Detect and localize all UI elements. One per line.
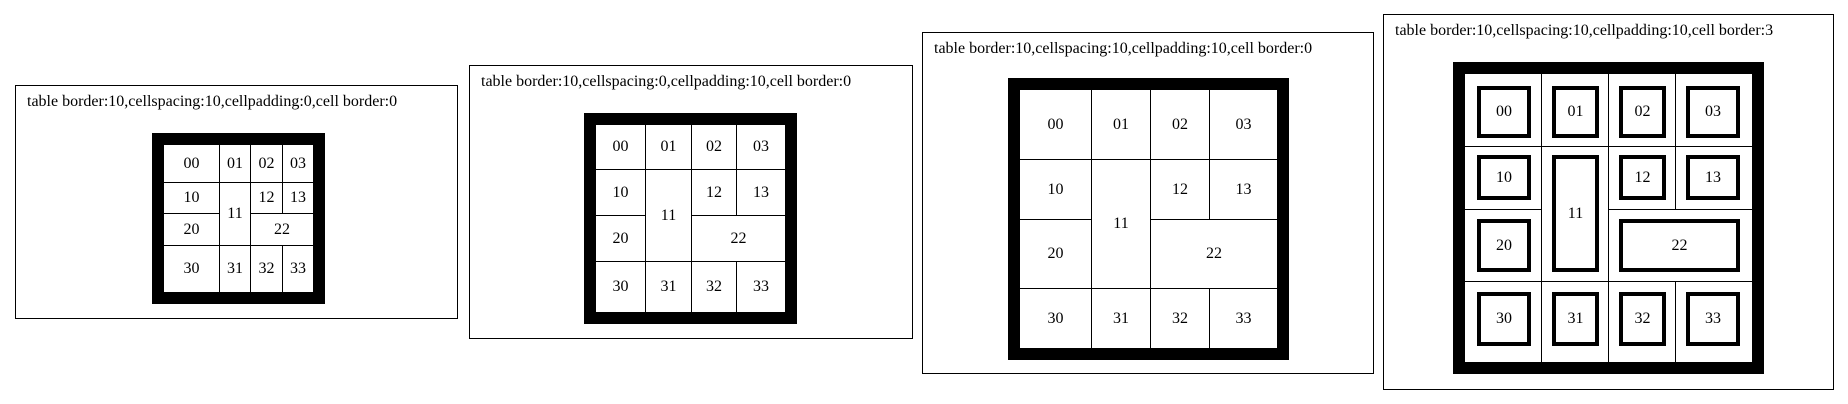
cell-02: 02 (692, 125, 736, 169)
cell-22: 22 (251, 214, 313, 245)
grid-line (1020, 288, 1277, 289)
cell-22: 22 (692, 216, 785, 261)
cell-12: 12 (251, 183, 282, 213)
cell-33: 33 (1210, 289, 1277, 348)
grid-line (1150, 219, 1277, 220)
cell-10: 10 (1020, 160, 1091, 219)
table-body: 00 01 02 03 10 11 12 13 20 22 30 31 32 3… (164, 145, 313, 292)
grid-line (596, 215, 645, 216)
cell-10: 10 (596, 170, 645, 215)
cell-31: 31 (220, 246, 250, 292)
grid-line (1020, 219, 1091, 220)
cell-30: 30 (164, 246, 219, 292)
grid-line (1541, 74, 1542, 362)
diagram-title: table border:10,cellspacing:10,cellpaddi… (1395, 22, 1774, 39)
cell-12: 12 (1151, 160, 1209, 219)
cell-13: 13 (1210, 160, 1277, 219)
diagram-title: table border:10,cellspacing:10,cellpaddi… (934, 40, 1313, 57)
table-body: 00 01 02 03 10 11 12 13 20 22 30 31 32 3… (1465, 74, 1752, 362)
cell-20: 20 (164, 214, 219, 245)
cell-10: 10 (164, 183, 219, 213)
cell-03: 03 (1210, 90, 1277, 159)
table-outer-border: 00 01 02 03 10 11 12 13 20 22 30 31 32 3… (152, 133, 325, 304)
grid-line (1608, 209, 1752, 210)
cell-01: 01 (1552, 86, 1599, 138)
grid-line (736, 261, 737, 312)
grid-line (596, 169, 785, 170)
table-body: 00 01 02 03 10 11 12 13 20 22 30 31 32 3… (596, 125, 785, 312)
cell-13: 13 (737, 170, 785, 215)
cell-02: 02 (1619, 86, 1666, 138)
grid-line (164, 182, 313, 183)
cell-22: 22 (1619, 219, 1740, 272)
cell-22: 22 (1151, 220, 1277, 288)
grid-line (1675, 74, 1676, 209)
grid-line (1020, 159, 1277, 160)
diagram-title: table border:10,cellspacing:10,cellpaddi… (27, 93, 398, 110)
grid-line (1465, 281, 1752, 282)
cell-11: 11 (220, 183, 250, 245)
grid-line (691, 125, 692, 312)
grid-line (250, 145, 251, 292)
cell-11: 11 (1552, 155, 1599, 272)
cell-20: 20 (1020, 220, 1091, 288)
cell-00: 00 (596, 125, 645, 169)
diagram-panel-2: table border:10,cellspacing:0,cellpaddin… (469, 65, 913, 339)
cell-13: 13 (283, 183, 313, 213)
cell-03: 03 (1686, 86, 1740, 138)
cell-12: 12 (1619, 155, 1666, 200)
grid-line (1675, 281, 1676, 362)
grid-line (1465, 146, 1752, 147)
table-outer-border: 00 01 02 03 10 11 12 13 20 22 30 31 32 3… (1008, 78, 1289, 360)
grid-line (596, 261, 785, 262)
cell-31: 31 (1552, 292, 1599, 346)
cell-01: 01 (646, 125, 691, 169)
cell-00: 00 (164, 145, 219, 182)
cell-00: 00 (1020, 90, 1091, 159)
cell-32: 32 (1619, 292, 1666, 346)
grid-line (1209, 288, 1210, 348)
grid-line (1209, 90, 1210, 219)
diagram-panel-1: table border:10,cellspacing:10,cellpaddi… (15, 85, 458, 319)
cell-33: 33 (283, 246, 313, 292)
cell-03: 03 (737, 125, 785, 169)
grid-line (1091, 90, 1092, 348)
cell-33: 33 (737, 262, 785, 312)
cell-30: 30 (1020, 289, 1091, 348)
cell-33: 33 (1686, 292, 1740, 346)
cell-31: 31 (646, 262, 691, 312)
cell-01: 01 (220, 145, 250, 182)
cell-13: 13 (1686, 155, 1740, 200)
grid-line (1608, 74, 1609, 362)
diagram-panel-4: table border:10,cellspacing:10,cellpaddi… (1383, 14, 1834, 390)
cell-10: 10 (1477, 155, 1531, 200)
cell-03: 03 (283, 145, 313, 182)
diagram-panel-3: table border:10,cellspacing:10,cellpaddi… (922, 32, 1374, 374)
cell-20: 20 (596, 216, 645, 261)
grid-line (164, 245, 313, 246)
cell-31: 31 (1092, 289, 1150, 348)
cell-02: 02 (1151, 90, 1209, 159)
grid-line (1465, 209, 1541, 210)
cell-32: 32 (692, 262, 736, 312)
grid-line (736, 125, 737, 215)
cell-30: 30 (596, 262, 645, 312)
cell-20: 20 (1477, 219, 1531, 272)
diagram-title: table border:10,cellspacing:0,cellpaddin… (481, 73, 852, 90)
cell-32: 32 (251, 246, 282, 292)
cell-01: 01 (1092, 90, 1150, 159)
table-outer-border: 00 01 02 03 10 11 12 13 20 22 30 31 32 3… (1453, 62, 1764, 374)
cell-32: 32 (1151, 289, 1209, 348)
cell-12: 12 (692, 170, 736, 215)
cell-02: 02 (251, 145, 282, 182)
cell-30: 30 (1477, 292, 1531, 346)
grid-line (645, 125, 646, 312)
table-outer-border: 00 01 02 03 10 11 12 13 20 22 30 31 32 3… (584, 113, 797, 324)
cell-11: 11 (1092, 160, 1150, 288)
grid-line (219, 145, 220, 292)
cell-11: 11 (646, 170, 691, 261)
table-body: 00 01 02 03 10 11 12 13 20 22 30 31 32 3… (1020, 90, 1277, 348)
grid-line (691, 215, 785, 216)
cell-00: 00 (1477, 86, 1531, 138)
